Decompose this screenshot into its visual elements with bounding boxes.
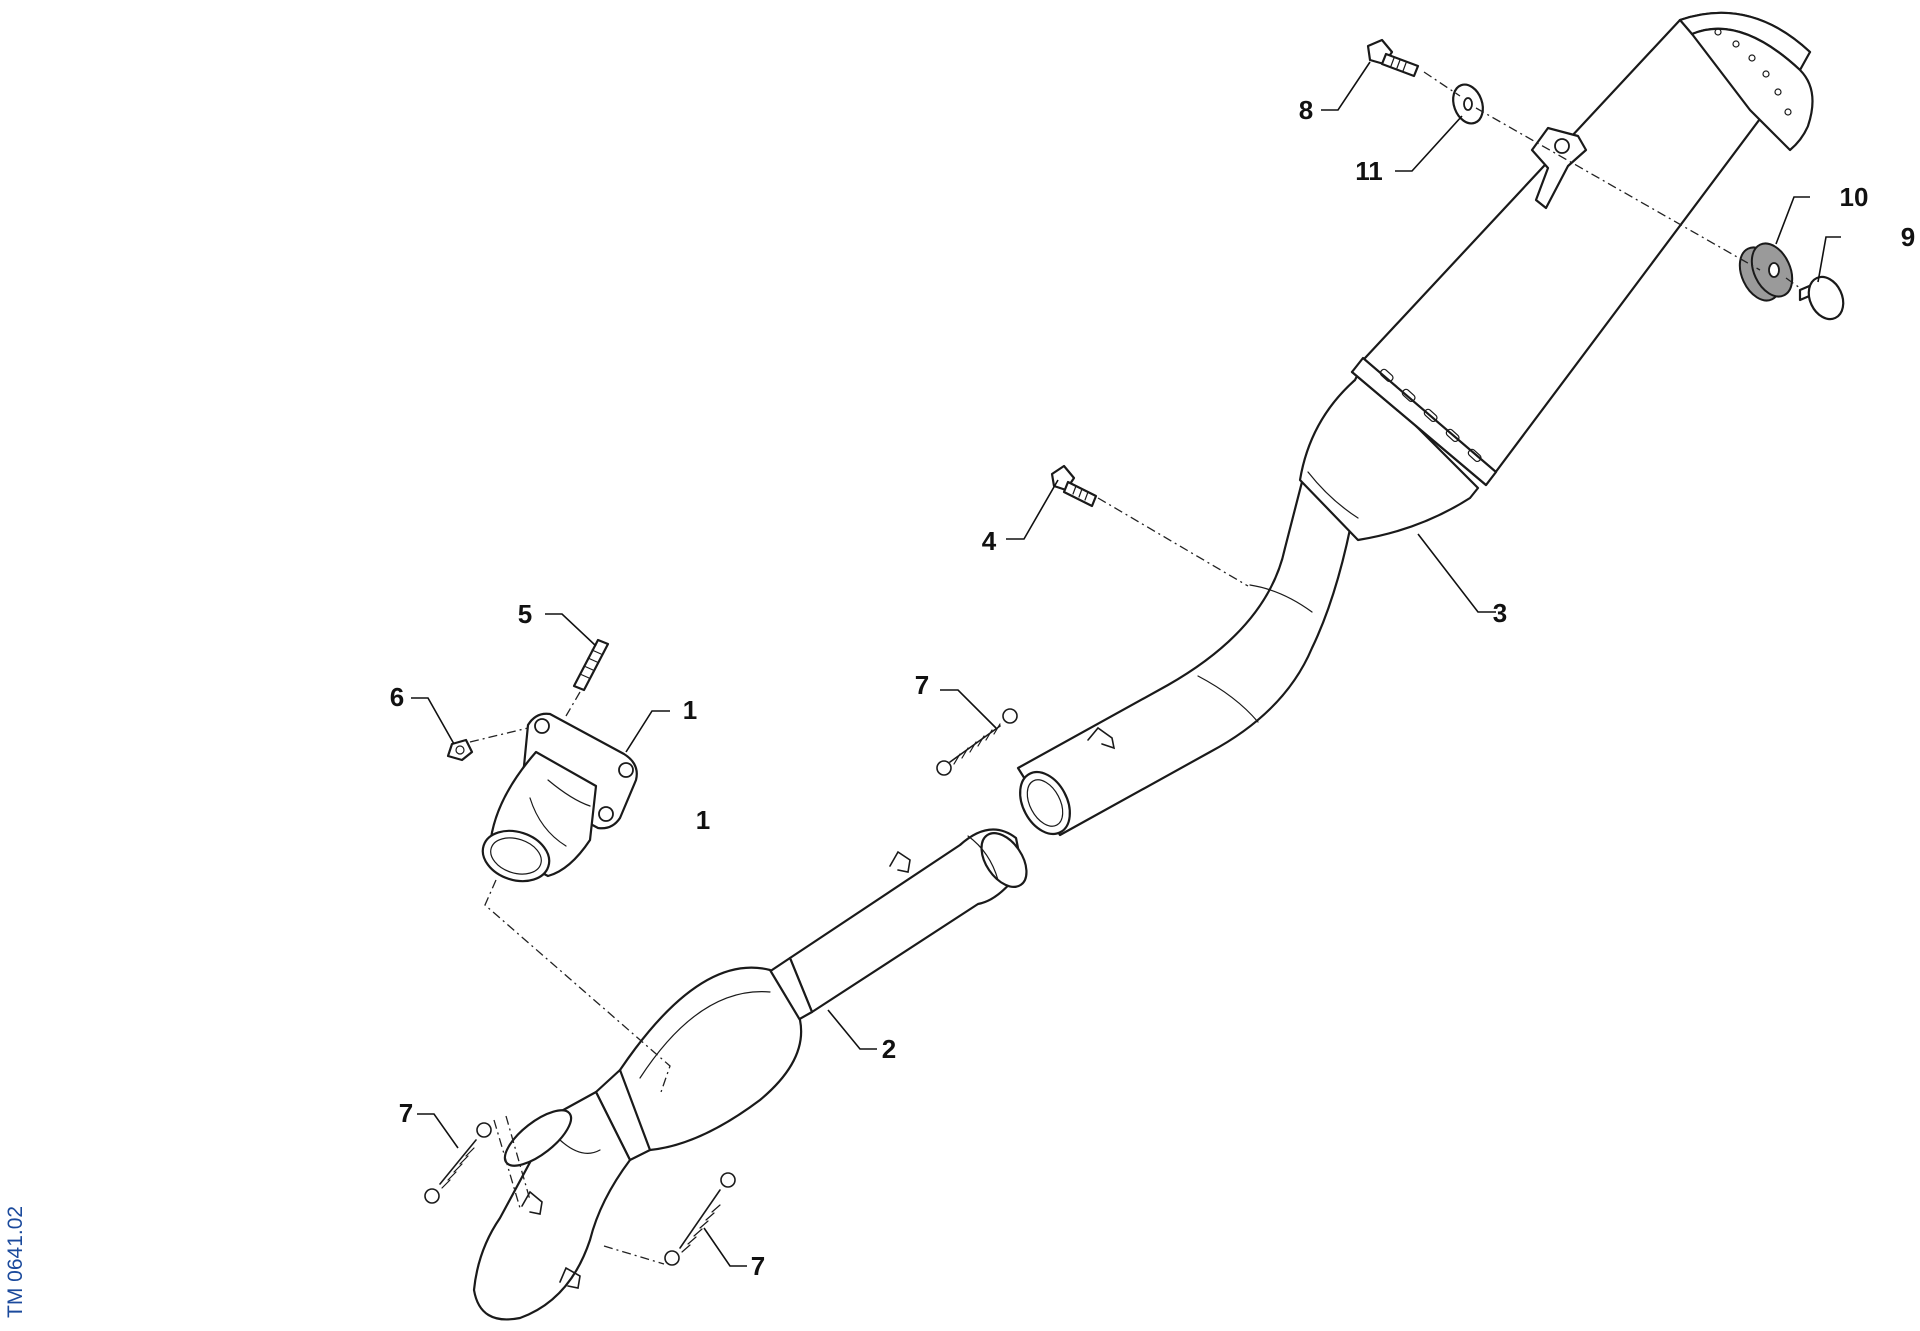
callout-11: 11 bbox=[1355, 156, 1383, 186]
spring-part-7-left bbox=[424, 1122, 492, 1204]
bolt-part-4 bbox=[1050, 464, 1098, 508]
callout-8: 8 bbox=[1299, 95, 1313, 125]
header-pipe-part-2 bbox=[472, 828, 1028, 1321]
nut-part-6 bbox=[446, 738, 474, 762]
callout-1a: 1 bbox=[683, 695, 697, 725]
spring-part-7-upper bbox=[936, 708, 1018, 776]
callout-7c: 7 bbox=[751, 1251, 765, 1281]
bolt-part-8 bbox=[1366, 38, 1420, 78]
spring-part-7-lower bbox=[664, 1172, 736, 1266]
washer-part-11 bbox=[1452, 83, 1484, 125]
silencer-part-3 bbox=[1016, 11, 1814, 837]
callout-1b: 1 bbox=[696, 805, 710, 835]
band-slots-front bbox=[1379, 368, 1482, 463]
grommet-part-10 bbox=[1738, 242, 1794, 302]
callout-3: 3 bbox=[1493, 598, 1507, 628]
reference-code: TM 0641.02 bbox=[4, 1206, 27, 1318]
callout-6: 6 bbox=[390, 682, 404, 712]
callouts: 1 1 2 3 4 5 6 7 7 7 8 9 10 11 bbox=[390, 95, 1915, 1281]
assembly-lines bbox=[469, 71, 1801, 1265]
band-slots-rear bbox=[1714, 28, 1792, 116]
callout-2: 2 bbox=[882, 1034, 896, 1064]
exhaust-flange-part-1 bbox=[481, 712, 638, 883]
screw-part-9 bbox=[1798, 275, 1845, 321]
callout-9: 9 bbox=[1901, 222, 1915, 252]
leader-lines bbox=[411, 61, 1841, 1267]
callout-4: 4 bbox=[982, 526, 997, 556]
callout-10: 10 bbox=[1840, 182, 1869, 212]
stud-part-5 bbox=[572, 638, 610, 692]
callout-7a: 7 bbox=[915, 670, 929, 700]
callout-7b: 7 bbox=[399, 1098, 413, 1128]
callout-5: 5 bbox=[518, 599, 532, 629]
